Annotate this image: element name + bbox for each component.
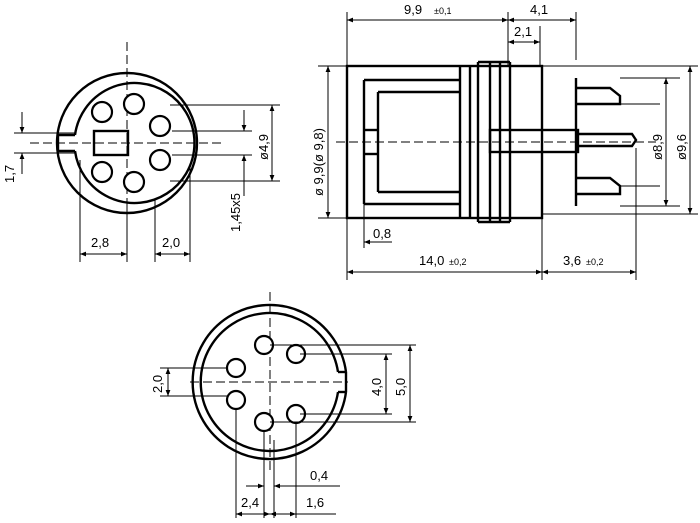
rear-outer-shell	[191, 303, 348, 461]
side-view: 9,9 ±0,1 4,1 2,1	[311, 2, 698, 280]
front-pin	[90, 100, 114, 124]
side-body-outline	[345, 64, 544, 220]
rear-pin	[225, 357, 247, 379]
side-dim-label-dia-9-9: ø 9,9(ø 9,8)	[311, 128, 326, 196]
side-dim-label-4-1: 4,1	[530, 2, 548, 17]
front-dim-label-1-7: 1,7	[2, 165, 17, 183]
side-dim-label-dia-9-6: ø9,6	[674, 134, 689, 160]
side-dim-label-3-6: 3,6	[563, 253, 581, 268]
side-dim-label-3-6-tolerance: ±0,2	[586, 257, 603, 267]
front-dim-label-dia-4-9: ø4,9	[256, 134, 271, 160]
front-dim-label-2-8: 2,8	[91, 235, 109, 250]
side-dim-label-0-8: 0,8	[373, 226, 391, 241]
front-center-key	[92, 129, 130, 157]
front-key-slot	[56, 133, 75, 153]
side-pin	[576, 176, 622, 196]
front-pin	[122, 92, 146, 116]
side-dim-label-2-1: 2,1	[514, 24, 532, 39]
rear-dim-label-2-0: 2,0	[150, 375, 165, 393]
rear-dim-label-1-6: 1,6	[306, 495, 324, 510]
front-view: 1,7 ø4,9 1,45x5 2,8 2,0	[2, 42, 280, 262]
front-dim-label-1-45x5: 1,45x5	[228, 193, 243, 232]
side-dim-label-dia-8-9: ø8,9	[650, 134, 665, 160]
front-pin	[148, 114, 172, 138]
front-dim-label-2-0: 2,0	[162, 235, 180, 250]
side-dim-label-14-0-tolerance: ±0,2	[449, 257, 466, 267]
front-pin	[148, 148, 172, 172]
rear-dim-label-2-4: 2,4	[241, 495, 259, 510]
rear-dim-label-0-4: 0,4	[310, 468, 328, 483]
front-inner-shell	[73, 81, 196, 205]
rear-inner-shell	[199, 311, 340, 453]
side-dim-label-9-9-tolerance: ±0,1	[434, 6, 451, 16]
rear-dim-label-4-0: 4,0	[369, 378, 384, 396]
rear-view: 2,0 4,0 5,0 0,4 2,4 1,6	[150, 292, 416, 518]
side-pin	[576, 86, 622, 106]
front-pin	[90, 160, 114, 184]
side-pin	[576, 132, 638, 148]
rear-dim-label-5-0: 5,0	[393, 378, 408, 396]
side-dim-label-14-0: 14,0	[419, 253, 444, 268]
rear-pin	[225, 389, 247, 411]
front-pin	[122, 170, 146, 194]
side-key-bar	[488, 128, 580, 154]
side-dim-label-9-9: 9,9	[404, 2, 422, 17]
